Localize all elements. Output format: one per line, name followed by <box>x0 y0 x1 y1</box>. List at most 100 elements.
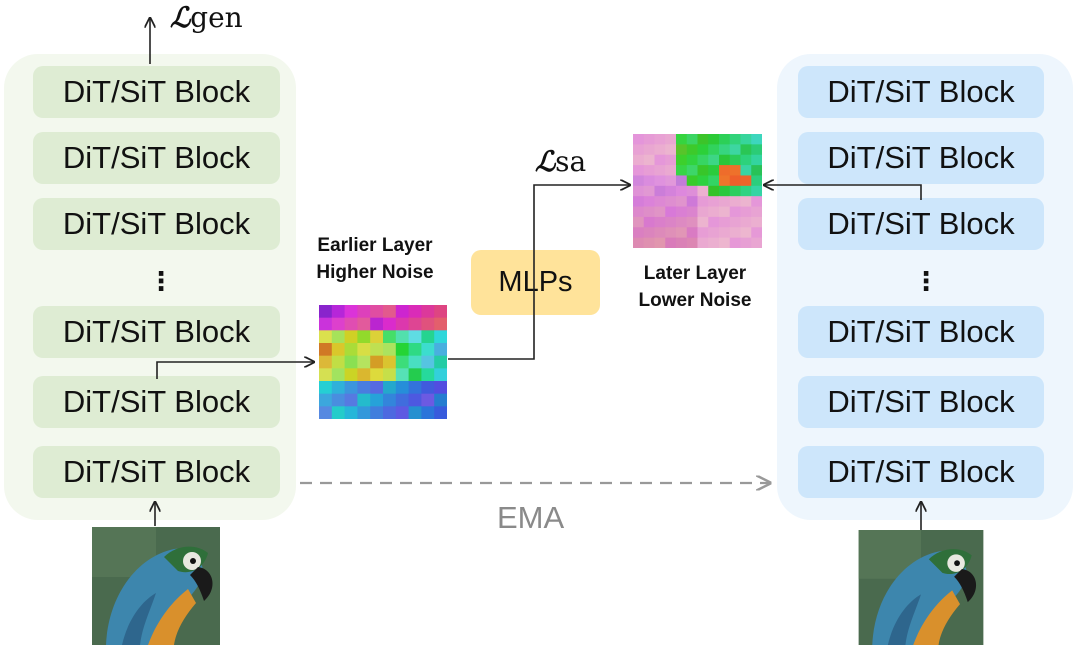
feature-cell <box>357 317 371 331</box>
feature-cell <box>344 393 358 407</box>
right-block-3: DiT/SiT Block <box>798 198 1044 250</box>
feature-cell <box>654 237 666 248</box>
feature-cell <box>697 237 709 248</box>
feature-cell <box>331 355 346 369</box>
feature-cell <box>686 216 699 228</box>
feature-cell <box>676 227 688 239</box>
feature-cell <box>344 330 358 344</box>
feature-cell <box>729 216 742 228</box>
feature-cell <box>676 134 688 145</box>
feature-cell <box>395 317 410 331</box>
feature-cell <box>370 355 384 369</box>
feature-cell <box>729 144 742 156</box>
feature-cell <box>697 154 709 166</box>
feature-cell <box>654 175 666 187</box>
feature-cell <box>434 381 447 395</box>
generation-loss-label: ℒgen <box>170 1 243 34</box>
feature-cell <box>665 237 677 248</box>
feature-cell <box>434 406 447 419</box>
feature-cell <box>344 305 358 319</box>
feature-cell <box>331 317 346 331</box>
feature-cell <box>751 227 762 239</box>
feature-cell <box>643 175 656 187</box>
feature-cell <box>654 154 666 166</box>
feature-cell <box>357 381 371 395</box>
feature-cell <box>719 154 731 166</box>
feature-cell <box>654 216 666 228</box>
feature-cell <box>719 237 731 248</box>
feature-cell <box>740 227 752 239</box>
feature-cell <box>654 134 666 145</box>
right-block-2: DiT/SiT Block <box>798 132 1044 184</box>
feature-cell <box>434 355 447 369</box>
feature-cell <box>719 165 731 177</box>
feature-cell <box>633 227 645 239</box>
right-ellipsis: ⋮ <box>913 266 939 296</box>
feature-cell <box>654 196 666 208</box>
feature-cell <box>643 185 656 197</box>
feature-cell <box>654 144 666 156</box>
feature-cell <box>344 368 358 382</box>
feature-cell <box>421 368 435 382</box>
feature-cell <box>665 175 677 187</box>
feature-cell <box>708 175 720 187</box>
feature-cell <box>643 154 656 166</box>
feature-cell <box>395 305 410 319</box>
mlps-box: MLPs <box>471 250 600 315</box>
feature-cell <box>421 406 435 419</box>
feature-cell <box>319 393 333 407</box>
feature-cell <box>357 368 371 382</box>
feature-cell <box>676 216 688 228</box>
feature-cell <box>643 196 656 208</box>
feature-cell <box>697 206 709 218</box>
feature-cell <box>370 381 384 395</box>
feature-cell <box>633 175 645 187</box>
feature-cell <box>395 343 410 357</box>
feature-cell <box>665 144 677 156</box>
feature-cell <box>408 381 422 395</box>
feature-cell <box>370 406 384 419</box>
feature-cell <box>633 144 645 156</box>
feature-cell <box>740 216 752 228</box>
feature-cell <box>383 317 397 331</box>
later-caption-line2: Lower Noise <box>638 290 752 311</box>
feature-cell <box>383 406 397 419</box>
feature-cell <box>643 216 656 228</box>
feature-cell <box>729 185 742 197</box>
feature-cell <box>331 381 346 395</box>
feature-cell <box>697 216 709 228</box>
feature-cell <box>421 355 435 369</box>
feature-cell <box>395 330 410 344</box>
feature-cell <box>729 206 742 218</box>
feature-cell <box>434 317 447 331</box>
feature-cell <box>344 406 358 419</box>
feature-cell <box>370 368 384 382</box>
feature-cell <box>665 165 677 177</box>
feature-cell <box>633 185 645 197</box>
feature-cell <box>686 175 699 187</box>
feature-cell <box>383 381 397 395</box>
feature-cell <box>665 196 677 208</box>
feature-cell <box>395 368 410 382</box>
feature-cell <box>676 144 688 156</box>
feature-cell <box>729 154 742 166</box>
feature-cell <box>319 355 333 369</box>
loss-gen-subscript: gen <box>190 1 243 34</box>
left-block-4: DiT/SiT Block <box>33 306 280 358</box>
feature-cell <box>665 154 677 166</box>
feature-cell <box>665 206 677 218</box>
earlier-layer-caption: Earlier Layer Higher Noise <box>300 232 450 286</box>
feature-cell <box>643 134 656 145</box>
feature-cell <box>751 134 762 145</box>
feature-cell <box>319 381 333 395</box>
feature-cell <box>319 330 333 344</box>
feature-cell <box>729 165 742 177</box>
feature-cell <box>633 154 645 166</box>
feature-cell <box>344 381 358 395</box>
feature-cell <box>654 165 666 177</box>
feature-cell <box>729 134 742 145</box>
feature-cell <box>697 185 709 197</box>
later-layer-feature-map <box>633 134 762 248</box>
feature-cell <box>383 368 397 382</box>
feature-cell <box>708 154 720 166</box>
